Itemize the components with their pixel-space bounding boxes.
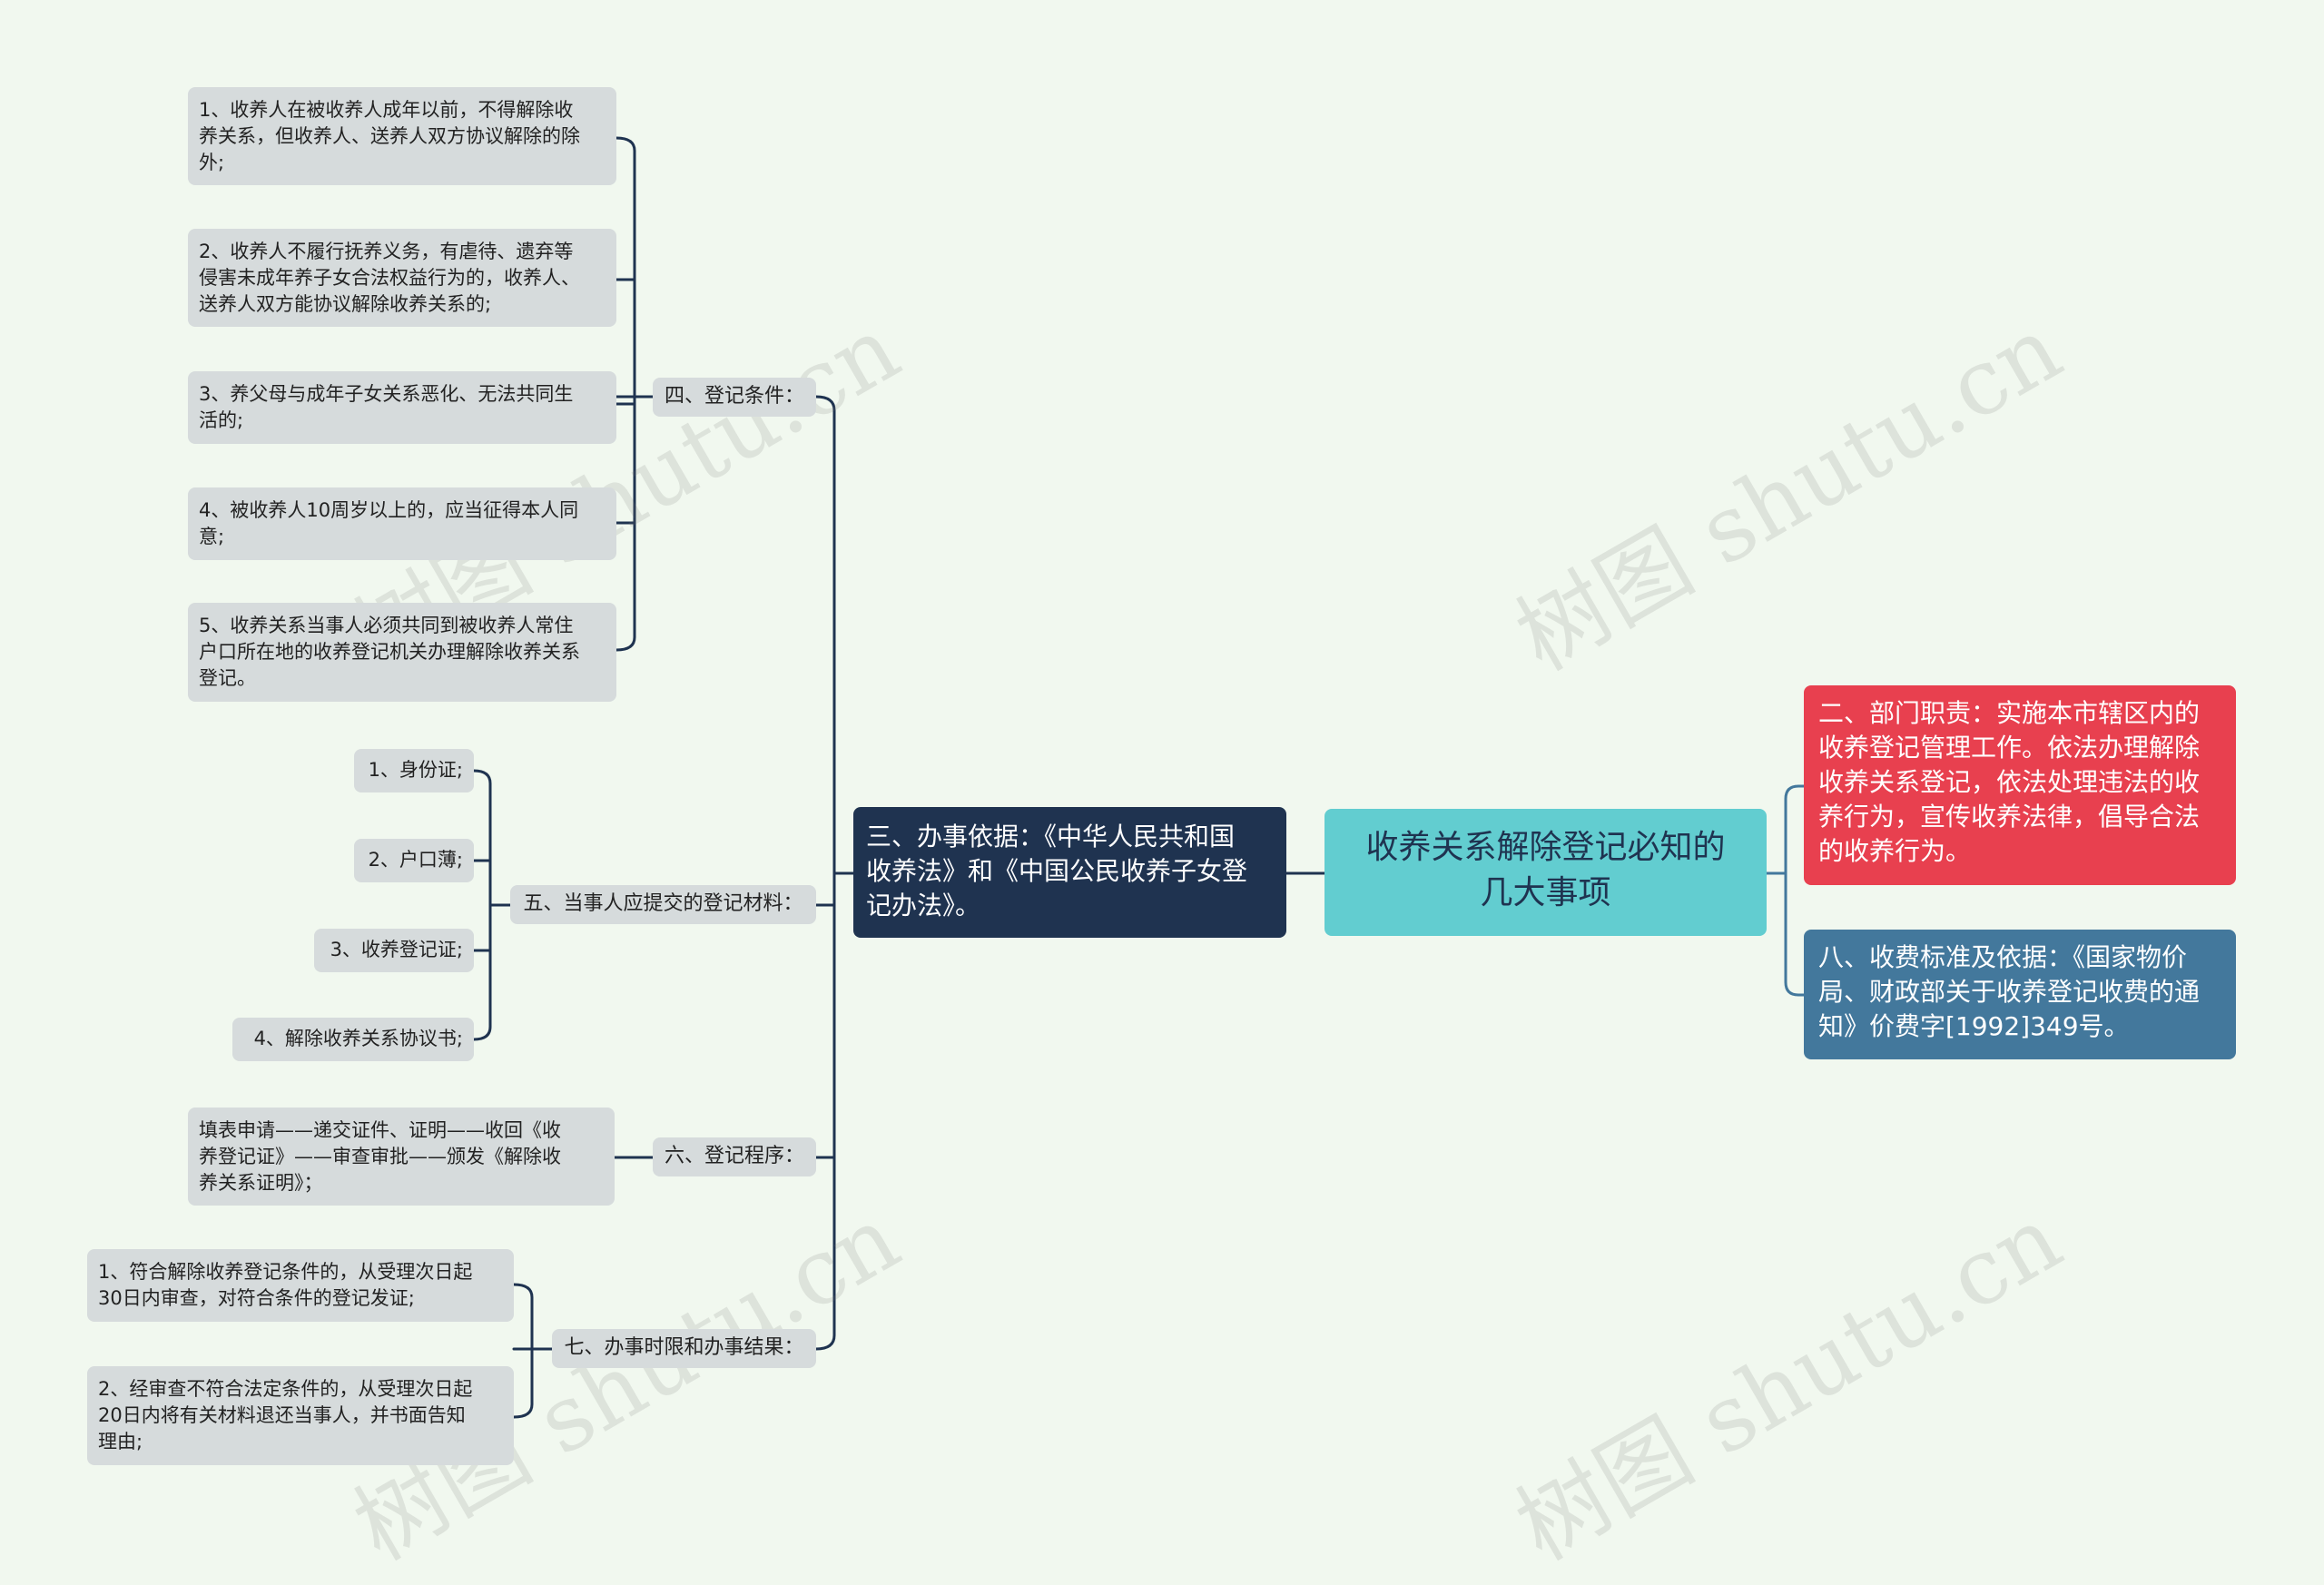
condition-item[interactable]: 3、养父母与成年子女关系恶化、无法共同生 活的; (188, 371, 616, 444)
time-limit-item[interactable]: 2、经审查不符合法定条件的，从受理次日起 20日内将有关材料退还当事人，并书面告… (87, 1366, 514, 1465)
group-time-limit[interactable]: 七、办事时限和办事结果： (552, 1329, 816, 1368)
root-topic[interactable]: 收养关系解除登记必知的 几大事项 (1324, 809, 1767, 936)
group-materials[interactable]: 五、当事人应提交的登记材料： (510, 885, 816, 924)
condition-item[interactable]: 1、收养人在被收养人成年以前，不得解除收 养关系，但收养人、送养人双方协议解除的… (188, 87, 616, 185)
condition-item[interactable]: 2、收养人不履行抚养义务，有虐待、遗弃等 侵害未成年养子女合法权益行为的，收养人… (188, 229, 616, 327)
branch-legal-basis[interactable]: 三、办事依据：《中华人民共和国 收养法》和《中国公民收养子女登 记办法》。 (853, 807, 1286, 938)
connector-root-to-right (1765, 784, 1806, 997)
connector-group-4 (613, 136, 655, 652)
material-item[interactable]: 1、身份证; (354, 749, 474, 792)
group-procedure[interactable]: 六、登记程序： (653, 1137, 816, 1176)
connector-lines (472, 136, 1806, 1419)
material-item[interactable]: 4、解除收养关系协议书; (232, 1018, 474, 1061)
connector-group-5 (472, 769, 512, 1041)
group-conditions[interactable]: 四、登记条件： (653, 378, 816, 417)
connector-branch3-spine (814, 395, 855, 1351)
time-limit-item[interactable]: 1、符合解除收养登记条件的，从受理次日起 30日内审查，对符合条件的登记发证; (87, 1249, 514, 1322)
material-item[interactable]: 2、户口薄; (354, 839, 474, 882)
condition-item[interactable]: 5、收养关系当事人必须共同到被收养人常住 户口所在地的收养登记机关办理解除收养关… (188, 603, 616, 702)
procedure-item[interactable]: 填表申请——递交证件、证明——收回《收 养登记证》——审查审批——颁发《解除收 … (188, 1108, 615, 1206)
condition-item[interactable]: 4、被收养人10周岁以上的，应当征得本人同 意; (188, 487, 616, 560)
branch-dept-duty[interactable]: 二、部门职责：实施本市辖区内的 收养登记管理工作。依法办理解除 收养关系登记，依… (1804, 685, 2236, 885)
material-item[interactable]: 3、收养登记证; (314, 929, 474, 972)
branch-fee-standard[interactable]: 八、收费标准及依据：《国家物价 局、财政部关于收养登记收费的通 知》价费字[19… (1804, 930, 2236, 1059)
connector-group-7 (512, 1283, 554, 1419)
